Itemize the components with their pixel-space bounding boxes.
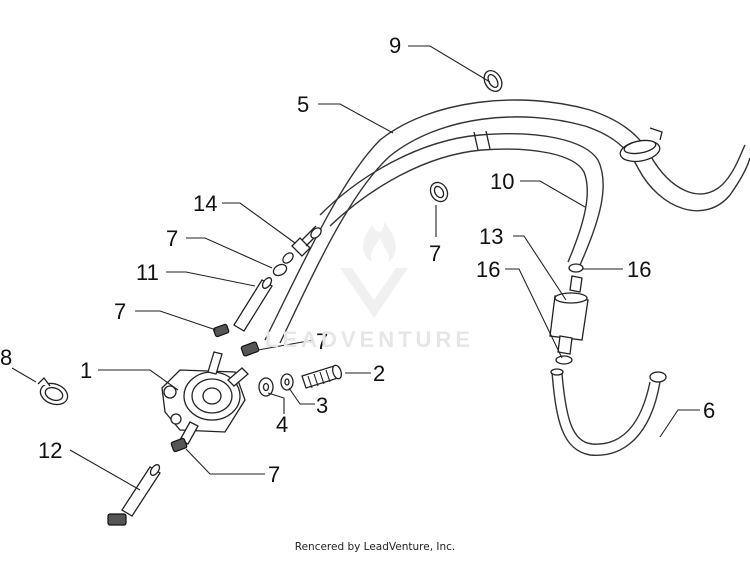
washer-3 bbox=[280, 373, 294, 391]
footer-credit: Rencered by LeadVenture, Inc. bbox=[294, 541, 456, 553]
hose-6 bbox=[550, 368, 667, 457]
spring-2 bbox=[301, 364, 343, 389]
callout-7-valve: 7 bbox=[166, 226, 178, 251]
callout-5: 5 bbox=[297, 92, 309, 117]
callout-4: 4 bbox=[276, 412, 288, 437]
callout-14: 14 bbox=[193, 191, 217, 216]
clamp-7-upper bbox=[429, 181, 449, 203]
callout-16-right: 16 bbox=[627, 257, 651, 282]
callout-7-pump: 7 bbox=[114, 299, 126, 324]
clamp-7-pump-b bbox=[240, 341, 260, 357]
callout-8: 8 bbox=[0, 345, 12, 370]
watermark-logo bbox=[340, 222, 408, 318]
clamp-8 bbox=[37, 377, 69, 406]
callout-10: 10 bbox=[490, 169, 514, 194]
fuel-filter-13 bbox=[549, 263, 589, 365]
callout-6: 6 bbox=[703, 398, 715, 423]
callout-16-left: 16 bbox=[476, 257, 500, 282]
callout-labels: 9 5 10 7 14 7 11 7 7 2 3 4 1 8 12 7 13 1… bbox=[0, 33, 715, 487]
clamp-7-lower bbox=[170, 437, 188, 453]
hose-12 bbox=[107, 464, 161, 526]
callout-3: 3 bbox=[316, 393, 328, 418]
callout-7-upper: 7 bbox=[429, 241, 441, 266]
callout-7-right: 7 bbox=[316, 329, 328, 354]
hose-5 bbox=[264, 99, 750, 344]
clamp-9 bbox=[483, 70, 503, 92]
hose-10 bbox=[319, 130, 604, 266]
callout-12: 12 bbox=[38, 438, 62, 463]
callout-9: 9 bbox=[389, 33, 401, 58]
callout-1: 1 bbox=[80, 358, 92, 383]
fuel-pump-1 bbox=[161, 351, 249, 445]
tank-clamp bbox=[619, 127, 663, 163]
clamp-7-pump-a bbox=[213, 323, 230, 338]
hose-11 bbox=[233, 277, 273, 332]
watermark-text: LEADVENTURE bbox=[265, 327, 475, 352]
leader-lines bbox=[11, 45, 700, 491]
callout-2: 2 bbox=[373, 361, 385, 386]
washer-4 bbox=[258, 377, 274, 397]
callout-7-lower: 7 bbox=[268, 462, 280, 487]
callout-11: 11 bbox=[136, 260, 159, 285]
callout-13: 13 bbox=[479, 224, 503, 249]
check-valve-14 bbox=[272, 225, 322, 277]
